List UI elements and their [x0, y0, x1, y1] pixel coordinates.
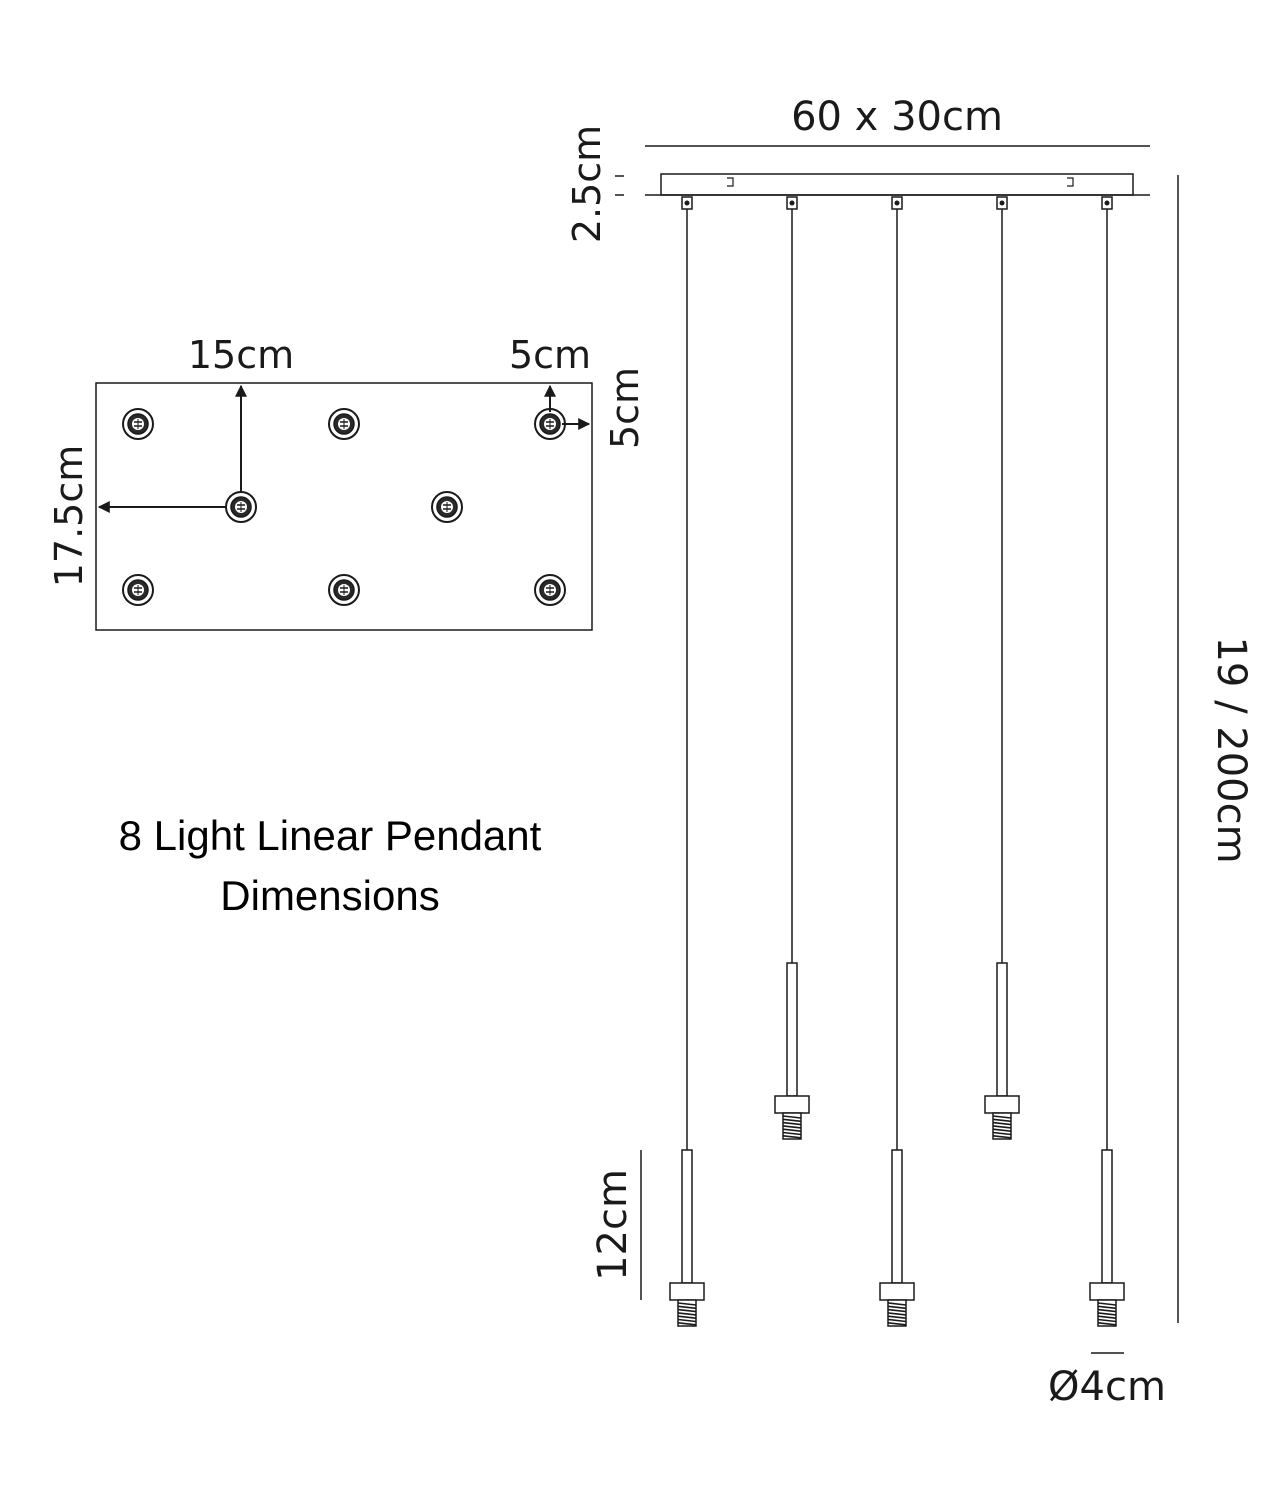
shade-collar — [1089, 1282, 1125, 1301]
canopy-bar — [660, 173, 1134, 196]
shade-rod — [681, 1149, 693, 1284]
pendant-drop — [669, 196, 705, 1327]
mounting-hole — [431, 491, 463, 523]
mounting-hole — [534, 574, 566, 606]
pendant-elevation-view: 60 x 30cm 2.5cm 19 / 200cm 12cm Ø4cm — [565, 94, 1254, 1410]
shade-collar — [879, 1282, 915, 1301]
mounting-hole — [122, 408, 154, 440]
shade-collar — [669, 1282, 705, 1301]
title-line-2: Dimensions — [220, 872, 440, 919]
pendant-drop — [1089, 196, 1125, 1327]
shade-rod — [786, 962, 798, 1097]
dim-hole-spacing-h: 15cm — [188, 333, 294, 377]
shade-rod — [1101, 1149, 1113, 1284]
dim-canopy-size: 60 x 30cm — [791, 94, 1003, 140]
dim-hole-spacing-v: 17.5cm — [47, 445, 91, 588]
shade-collar — [774, 1095, 810, 1114]
dim-canopy-height: 2.5cm — [565, 125, 609, 243]
shade-collar — [984, 1095, 1020, 1114]
mounting-hole — [122, 574, 154, 606]
mounting-hole — [534, 408, 566, 440]
dim-drop-height: 19 / 200cm — [1208, 636, 1254, 863]
pendant-drop — [879, 196, 915, 1327]
mounting-hole — [225, 491, 257, 523]
shade-rod — [996, 962, 1008, 1097]
mounting-hole — [328, 408, 360, 440]
dim-edge-offset-side: 5cm — [603, 367, 647, 449]
dim-edge-offset-top: 5cm — [509, 333, 591, 377]
canopy-plan-view: 15cm 5cm 5cm 17.5cm — [47, 333, 647, 631]
shade-rod — [891, 1149, 903, 1284]
dim-shade-length: 12cm — [590, 1169, 636, 1281]
title-line-1: 8 Light Linear Pendant — [118, 812, 542, 859]
pendant-drop — [984, 196, 1020, 1140]
dim-shade-diameter: Ø4cm — [1048, 1364, 1166, 1410]
pendant-drop — [774, 196, 810, 1140]
mounting-hole — [328, 574, 360, 606]
canopy-plate-outline — [95, 382, 593, 631]
